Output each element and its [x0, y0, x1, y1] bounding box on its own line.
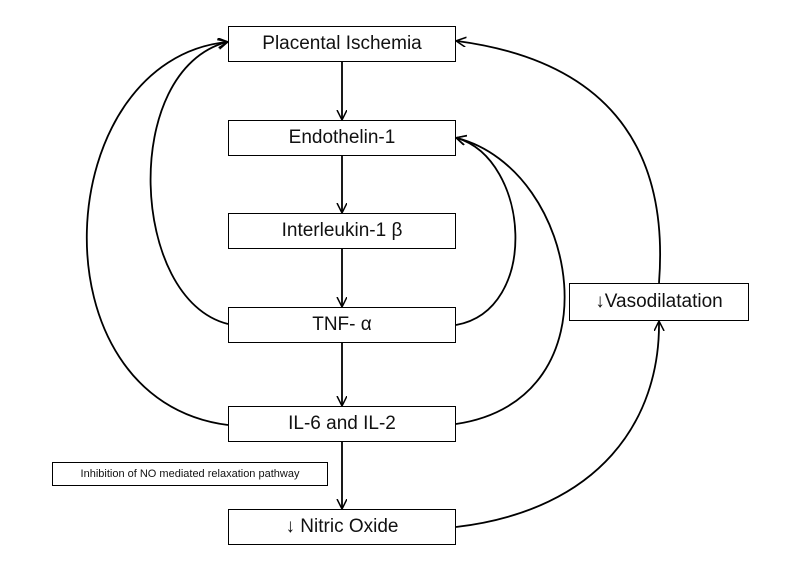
node-label: TNF- α	[312, 314, 372, 335]
node-label: IL-6 and IL-2	[288, 413, 396, 434]
node-interleukin-1b: Interleukin-1 β	[228, 213, 456, 249]
node-label: ↓ Nitric Oxide	[285, 516, 399, 537]
arrow-il6-to-endothelin	[456, 138, 566, 425]
node-il6-il2: IL-6 and IL-2	[228, 406, 456, 442]
arrow-tnf-to-placental	[149, 42, 228, 325]
node-label: Endothelin-1	[288, 127, 396, 148]
node-endothelin-1: Endothelin-1	[228, 120, 456, 156]
node-vasodilatation: ↓Vasodilatation	[569, 283, 749, 321]
arrow-tnf-to-endothelin	[456, 138, 517, 326]
node-nitric-oxide: ↓ Nitric Oxide	[228, 509, 456, 545]
node-placental-ischemia: Placental Ischemia	[228, 26, 456, 62]
node-label: Placental Ischemia	[262, 33, 422, 54]
node-label: Interleukin-1 β	[281, 220, 403, 241]
node-label: ↓Vasodilatation	[595, 291, 723, 312]
arrow-vasodilatation-to-placental	[457, 41, 661, 284]
note-label: Inhibition of NO mediated relaxation pat…	[80, 468, 300, 480]
note-inhibition: Inhibition of NO mediated relaxation pat…	[52, 462, 328, 486]
node-tnf-alpha: TNF- α	[228, 307, 456, 343]
arrow-il6-to-placental	[85, 42, 228, 426]
arrow-no-to-vasodilatation	[455, 322, 659, 528]
